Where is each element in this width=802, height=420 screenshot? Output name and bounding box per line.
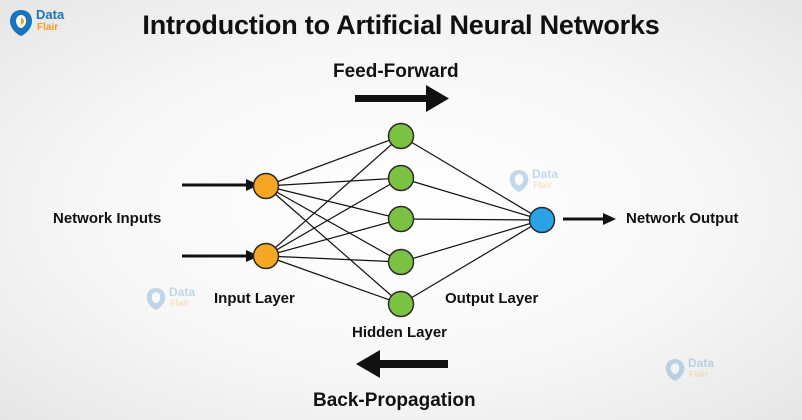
network-connections	[265, 135, 543, 305]
input-node	[252, 172, 280, 200]
input-layer-label: Input Layer	[214, 290, 295, 307]
input-arrow	[182, 179, 259, 191]
output-node	[528, 206, 556, 234]
watermark-logo: Data Flair	[664, 355, 724, 385]
hidden-node	[387, 248, 415, 276]
output-layer-label: Output Layer	[445, 290, 539, 307]
hidden-node	[387, 122, 415, 150]
watermark-logo-icon	[146, 288, 166, 310]
dataflair-logo: Data Flair	[8, 6, 65, 40]
page-title: Introduction to Artificial Neural Networ…	[142, 10, 660, 40]
watermark-text-data: Data	[532, 167, 559, 181]
feed-forward-arrow	[355, 85, 449, 112]
logo-text-flair: Flair	[37, 22, 59, 33]
hidden-layer-label: Hidden Layer	[352, 324, 448, 341]
input-arrow	[182, 250, 259, 262]
watermark-text-flair: Flair	[689, 369, 709, 379]
back-propagation-label: Back-Propagation	[313, 390, 476, 411]
network-output-label: Network Output	[626, 210, 739, 227]
watermark-text-data: Data	[169, 285, 196, 299]
back-propagation-arrow	[356, 350, 448, 378]
input-node	[252, 242, 280, 270]
watermark-text-data: Data	[688, 356, 715, 370]
watermark-logo-icon	[509, 170, 529, 192]
dataflair-logo-icon	[10, 10, 32, 36]
hidden-node	[387, 290, 415, 318]
watermark-text-flair: Flair	[533, 180, 553, 190]
network-inputs-label: Network Inputs	[53, 210, 162, 227]
watermark-logo: Data Flair	[508, 166, 568, 196]
watermark-logo-icon	[665, 359, 685, 381]
watermark-text-flair: Flair	[170, 298, 190, 308]
hidden-node	[387, 205, 415, 233]
watermark-logo: Data Flair	[145, 284, 205, 314]
hidden-node	[387, 164, 415, 192]
logo-text-data: Data	[36, 7, 65, 22]
feed-forward-label: Feed-Forward	[333, 61, 459, 82]
output-arrow	[563, 213, 616, 225]
